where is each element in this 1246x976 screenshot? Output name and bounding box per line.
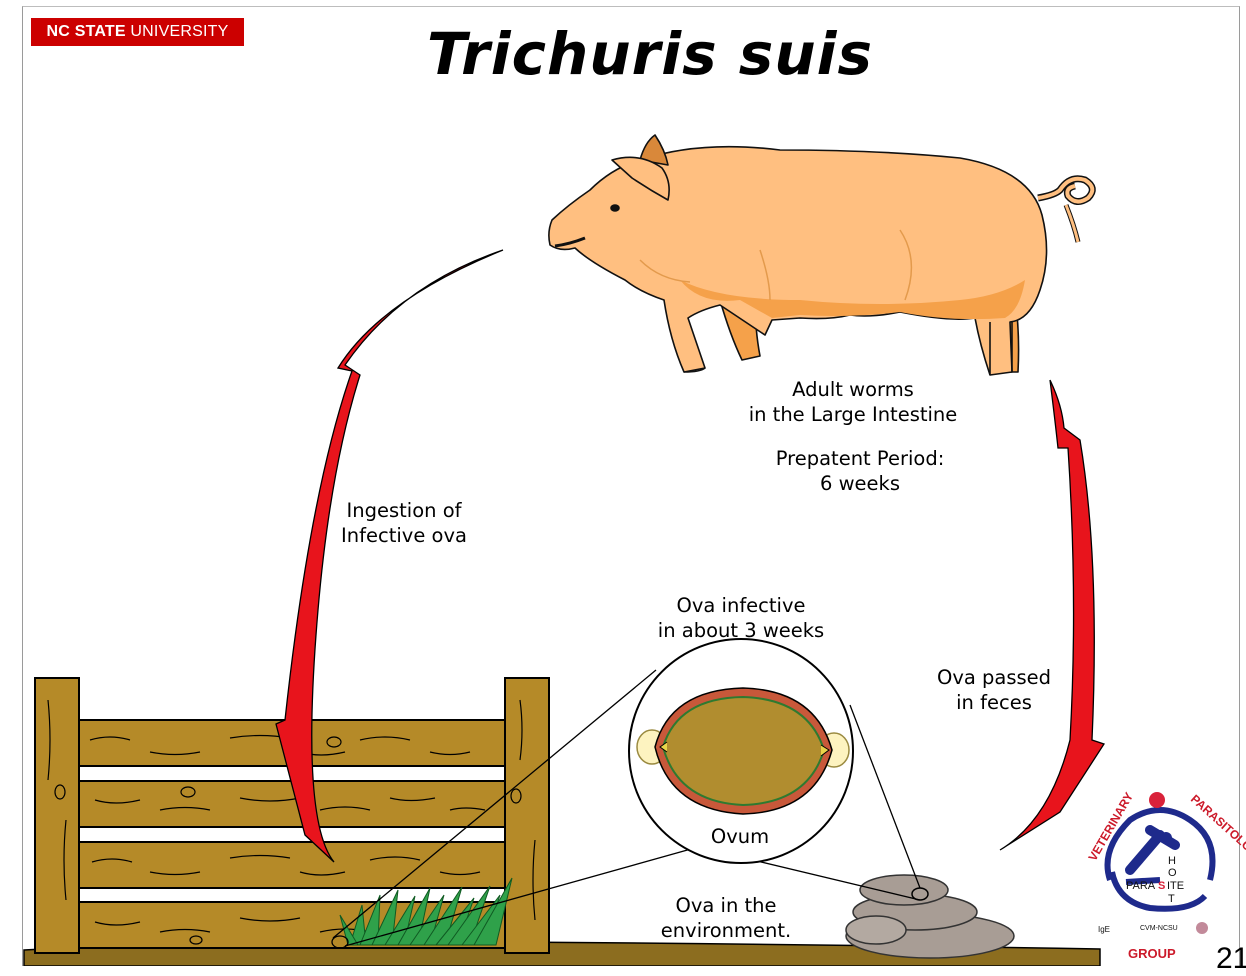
fence-board <box>78 842 506 888</box>
fence-post-right <box>505 678 549 953</box>
arrow-ingestion <box>276 250 503 862</box>
ova-environment-label: Ova in the environment. <box>646 893 806 943</box>
adult-line-1: Adult worms <box>718 377 988 402</box>
ova-passed-label: Ova passed in feces <box>914 665 1074 715</box>
pig-eye <box>611 205 619 211</box>
badge-ige: IgE <box>1098 925 1110 934</box>
environment-line-2: environment. <box>646 918 806 943</box>
infective-line-1: Ova infective <box>636 593 846 618</box>
page-number: 21 <box>1216 942 1246 976</box>
arrow-ova-passed <box>1000 380 1104 850</box>
fence-post-left <box>35 678 79 953</box>
badge-t: T <box>1168 893 1175 905</box>
feces-pile <box>846 875 1014 958</box>
passed-line-1: Ova passed <box>914 665 1074 690</box>
prepatent-period-label: Prepatent Period: 6 weeks <box>742 446 978 496</box>
ova-infective-label: Ova infective in about 3 weeks <box>636 593 846 643</box>
adult-line-2: in the Large Intestine <box>718 402 988 427</box>
fence-board <box>78 781 506 827</box>
ingestion-line-1: Ingestion of <box>320 498 488 523</box>
badge-para: PARA <box>1126 880 1156 892</box>
badge-parasite-icon <box>1149 792 1165 808</box>
veterinary-parasitology-badge: VETERINARY PARASITOLOGY GROUP H O PARA S… <box>1085 790 1246 961</box>
environment-line-1: Ova in the <box>646 893 806 918</box>
ingestion-label: Ingestion of Infective ova <box>320 498 488 548</box>
passed-line-2: in feces <box>914 690 1074 715</box>
badge-cvm: CVM-NCSU <box>1140 925 1178 932</box>
ovum-label: Ovum <box>690 824 790 849</box>
badge-ite: ITE <box>1167 880 1184 892</box>
infective-line-2: in about 3 weeks <box>636 618 846 643</box>
prepatent-line-1: Prepatent Period: <box>742 446 978 471</box>
badge-o: O <box>1168 867 1177 879</box>
badge-s: S <box>1158 880 1165 892</box>
pig-host <box>549 135 1092 375</box>
pig-body <box>549 147 1047 375</box>
ingestion-line-2: Infective ova <box>320 523 488 548</box>
prepatent-line-2: 6 weeks <box>742 471 978 496</box>
badge-h: H <box>1168 855 1176 867</box>
adult-worms-label: Adult worms in the Large Intestine <box>718 377 988 427</box>
badge-bottom: GROUP <box>1128 946 1176 961</box>
